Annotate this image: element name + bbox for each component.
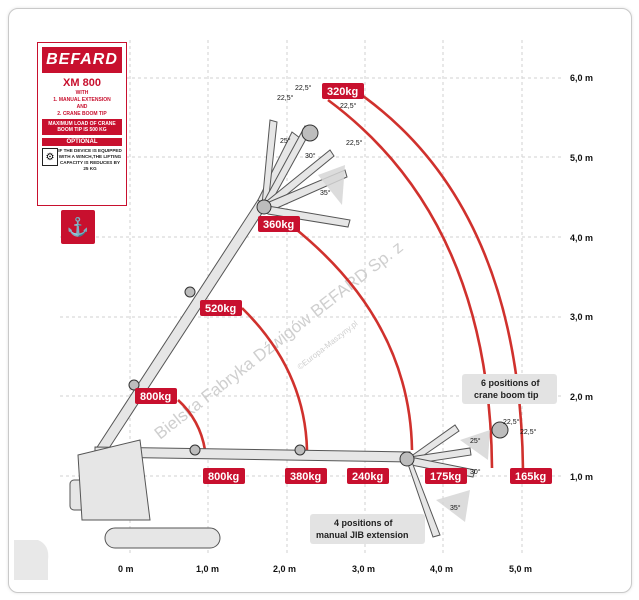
svg-text:25°: 25° (470, 437, 481, 445)
with-line: WITH (75, 90, 89, 96)
svg-text:240kg: 240kg (352, 471, 383, 483)
arc-360kg (291, 224, 414, 451)
hook-icon: ⚓ (61, 210, 95, 244)
svg-text:22,5°: 22,5° (340, 102, 357, 110)
svg-text:165kg: 165kg (515, 471, 546, 483)
load-label-320: 320kg (322, 83, 364, 99)
load-label-360: 360kg (258, 216, 300, 232)
brand-logo: BEFARD (42, 47, 122, 73)
load-label-175: 175kg (425, 468, 467, 484)
callout-tip: 6 positions of crane boom tip (462, 374, 557, 404)
x-tick: 2,0 m (273, 564, 296, 574)
angle-labels-bottom: 22,5° 22,5° 25° 30° 35° (450, 418, 537, 512)
pivot-hubs (128, 124, 509, 467)
arc-800kg-upper (177, 399, 207, 451)
svg-text:360kg: 360kg (263, 219, 294, 231)
load-label-800-upper: 800kg (135, 388, 177, 404)
with-line: AND (76, 104, 88, 110)
y-axis-ticks: 1,0 m 2,0 m 3,0 m 4,0 m 5,0 m 6,0 m (570, 73, 593, 482)
load-label-240: 240kg (347, 468, 389, 484)
svg-text:800kg: 800kg (140, 391, 171, 403)
x-tick: 5,0 m (509, 564, 532, 574)
load-label-800-lower: 800kg (203, 468, 245, 484)
svg-text:6 positions of: 6 positions of (481, 378, 541, 388)
model-title: XM 800 (63, 77, 101, 89)
load-label-380: 380kg (285, 468, 327, 484)
load-label-165: 165kg (510, 468, 552, 484)
svg-text:22,5°: 22,5° (346, 139, 363, 147)
svg-text:35°: 35° (320, 189, 331, 197)
svg-text:22,5°: 22,5° (295, 84, 312, 92)
x-tick: 4,0 m (430, 564, 453, 574)
with-line: 1. MANUAL EXTENSION (53, 97, 111, 103)
y-tick: 2,0 m (570, 392, 593, 402)
y-tick: 5,0 m (570, 153, 593, 163)
svg-text:320kg: 320kg (327, 86, 358, 98)
svg-text:22,5°: 22,5° (520, 428, 537, 436)
max-load-note: MAXIMUM LOAD OF CRANE BOOM TIP IS 500 KG (42, 119, 122, 135)
svg-text:800kg: 800kg (208, 471, 239, 483)
svg-text:520kg: 520kg (205, 303, 236, 315)
svg-text:380kg: 380kg (290, 471, 321, 483)
callout-jib: 4 positions of manual JIB extension (310, 514, 425, 544)
x-tick: 1,0 m (196, 564, 219, 574)
with-line: 2. CRANE BOOM TIP (57, 111, 107, 117)
y-tick: 1,0 m (570, 472, 593, 482)
x-axis-ticks: 0 m 1,0 m 2,0 m 3,0 m 4,0 m 5,0 m (118, 564, 532, 574)
grid (60, 40, 562, 555)
y-tick: 3,0 m (570, 312, 593, 322)
y-tick: 4,0 m (570, 233, 593, 243)
optional-body: ⚙ IF THE DEVICE IS EQUIPPED WITH A WINCH… (42, 148, 122, 172)
svg-text:22,5°: 22,5° (277, 94, 294, 102)
optional-title: OPTIONAL (42, 138, 122, 146)
svg-text:30°: 30° (470, 468, 481, 476)
load-label-520: 520kg (200, 300, 242, 316)
winch-icon: ⚙ (42, 148, 58, 166)
svg-text:22,5°: 22,5° (503, 418, 520, 426)
arc-520kg (241, 307, 309, 451)
svg-text:175kg: 175kg (430, 471, 461, 483)
svg-text:25°: 25° (280, 137, 291, 145)
svg-text:35°: 35° (450, 504, 461, 512)
svg-text:manual JIB extension: manual JIB extension (316, 530, 409, 540)
x-tick: 3,0 m (352, 564, 375, 574)
svg-text:4 positions of: 4 positions of (334, 518, 394, 528)
optional-text: IF THE DEVICE IS EQUIPPED WITH A WINCH,T… (58, 148, 122, 171)
angle-labels-top: 22,5° 22,5° 22,5° 22,5° 25° 30° 35° (277, 84, 363, 197)
y-tick: 6,0 m (570, 73, 593, 83)
angle-sectors (318, 165, 490, 522)
x-tick: 0 m (118, 564, 134, 574)
svg-text:crane boom tip: crane boom tip (474, 390, 539, 400)
corner-logo-icon (14, 540, 49, 580)
svg-text:30°: 30° (305, 152, 316, 160)
info-box: BEFARD XM 800 WITH 1. MANUAL EXTENSION A… (37, 42, 127, 206)
arc-320kg (349, 85, 525, 471)
